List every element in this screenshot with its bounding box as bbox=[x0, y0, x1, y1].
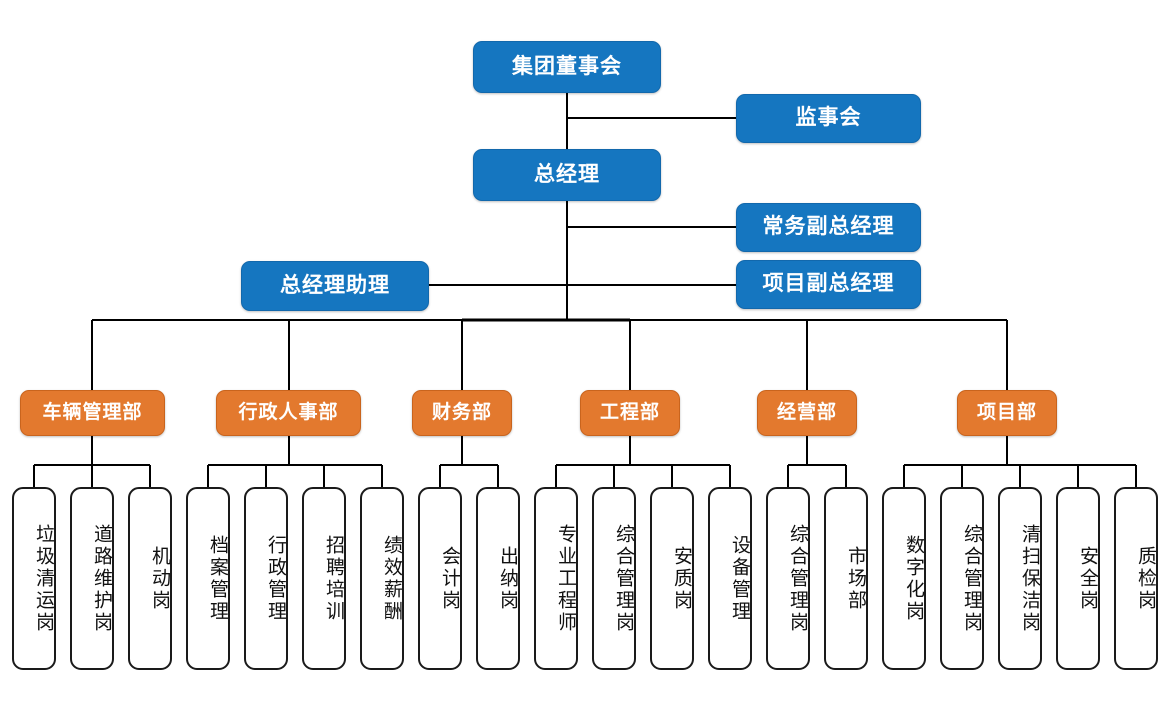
position-node-equipment-mgmt[interactable]: 设备管理 bbox=[708, 487, 752, 670]
position-node-label: 质检岗 bbox=[1135, 545, 1156, 612]
position-node-engineer-pro[interactable]: 专业工程师 bbox=[534, 487, 578, 670]
exec-node-label: 总经理 bbox=[534, 162, 600, 186]
dept-node-vehicle[interactable]: 车辆管理部 bbox=[20, 390, 165, 436]
position-node-label: 机动岗 bbox=[149, 545, 170, 612]
exec-node-gm-assistant[interactable]: 总经理助理 bbox=[241, 261, 429, 311]
position-node-digital[interactable]: 数字化岗 bbox=[882, 487, 926, 670]
dept-node-label: 项目部 bbox=[976, 402, 1037, 424]
exec-node-label: 监事会 bbox=[795, 106, 862, 130]
dept-node-label: 车辆管理部 bbox=[42, 402, 143, 424]
position-node-perf-salary[interactable]: 绩效薪酬 bbox=[360, 487, 404, 670]
position-node-label: 专业工程师 bbox=[555, 523, 576, 634]
position-node-label: 综合管理岗 bbox=[613, 523, 634, 634]
position-node-cleaning[interactable]: 清扫保洁岗 bbox=[998, 487, 1042, 670]
dept-node-project[interactable]: 项目部 bbox=[957, 390, 1057, 436]
position-node-label: 市场部 bbox=[845, 545, 866, 612]
position-node-label: 综合管理岗 bbox=[961, 523, 982, 634]
position-node-eng-general[interactable]: 综合管理岗 bbox=[592, 487, 636, 670]
position-node-label: 行政管理 bbox=[265, 534, 286, 623]
position-node-standby[interactable]: 机动岗 bbox=[128, 487, 172, 670]
position-node-label: 安质岗 bbox=[671, 545, 692, 612]
position-node-label: 设备管理 bbox=[729, 534, 750, 623]
position-node-waste-removal[interactable]: 垃圾清运岗 bbox=[12, 487, 56, 670]
position-node-quality-check[interactable]: 质检岗 bbox=[1114, 487, 1158, 670]
position-node-label: 道路维护岗 bbox=[91, 523, 112, 634]
dept-node-engineer[interactable]: 工程部 bbox=[580, 390, 680, 436]
exec-node-label: 项目副总经理 bbox=[762, 272, 895, 296]
position-node-label: 数字化岗 bbox=[903, 534, 924, 623]
dept-node-finance[interactable]: 财务部 bbox=[412, 390, 512, 436]
position-node-label: 会计岗 bbox=[439, 545, 460, 612]
position-node-label: 清扫保洁岗 bbox=[1019, 523, 1040, 634]
position-node-cashier[interactable]: 出纳岗 bbox=[476, 487, 520, 670]
exec-node-general-manager[interactable]: 总经理 bbox=[473, 149, 661, 201]
dept-node-admin-hr[interactable]: 行政人事部 bbox=[216, 390, 361, 436]
position-node-label: 档案管理 bbox=[207, 534, 228, 623]
dept-node-label: 经营部 bbox=[776, 402, 837, 424]
position-node-market-dept[interactable]: 市场部 bbox=[824, 487, 868, 670]
position-node-proj-general[interactable]: 综合管理岗 bbox=[940, 487, 984, 670]
position-node-archive-mgmt[interactable]: 档案管理 bbox=[186, 487, 230, 670]
position-node-label: 出纳岗 bbox=[497, 545, 518, 612]
exec-node-board[interactable]: 集团董事会 bbox=[473, 41, 661, 93]
exec-node-exec-vice-gm[interactable]: 常务副总经理 bbox=[736, 203, 921, 252]
position-node-accounting[interactable]: 会计岗 bbox=[418, 487, 462, 670]
position-node-admin-mgmt[interactable]: 行政管理 bbox=[244, 487, 288, 670]
dept-node-label: 工程部 bbox=[599, 402, 660, 424]
exec-node-label: 集团董事会 bbox=[512, 54, 622, 78]
position-node-label: 招聘培训 bbox=[323, 534, 344, 623]
exec-node-project-vice-gm[interactable]: 项目副总经理 bbox=[736, 260, 921, 309]
exec-node-label: 总经理助理 bbox=[280, 273, 390, 297]
exec-node-supervisory[interactable]: 监事会 bbox=[736, 94, 921, 143]
position-node-label: 综合管理岗 bbox=[787, 523, 808, 634]
dept-node-operation[interactable]: 经营部 bbox=[757, 390, 857, 436]
position-node-op-general[interactable]: 综合管理岗 bbox=[766, 487, 810, 670]
position-node-safety-quality[interactable]: 安质岗 bbox=[650, 487, 694, 670]
position-node-label: 垃圾清运岗 bbox=[33, 523, 54, 634]
dept-node-label: 行政人事部 bbox=[238, 402, 339, 424]
position-node-recruit-train[interactable]: 招聘培训 bbox=[302, 487, 346, 670]
position-node-road-maintain[interactable]: 道路维护岗 bbox=[70, 487, 114, 670]
position-node-label: 绩效薪酬 bbox=[381, 534, 402, 623]
position-node-label: 安全岗 bbox=[1077, 545, 1098, 612]
exec-node-label: 常务副总经理 bbox=[762, 215, 895, 239]
position-node-safety-post[interactable]: 安全岗 bbox=[1056, 487, 1100, 670]
dept-node-label: 财务部 bbox=[431, 402, 492, 424]
